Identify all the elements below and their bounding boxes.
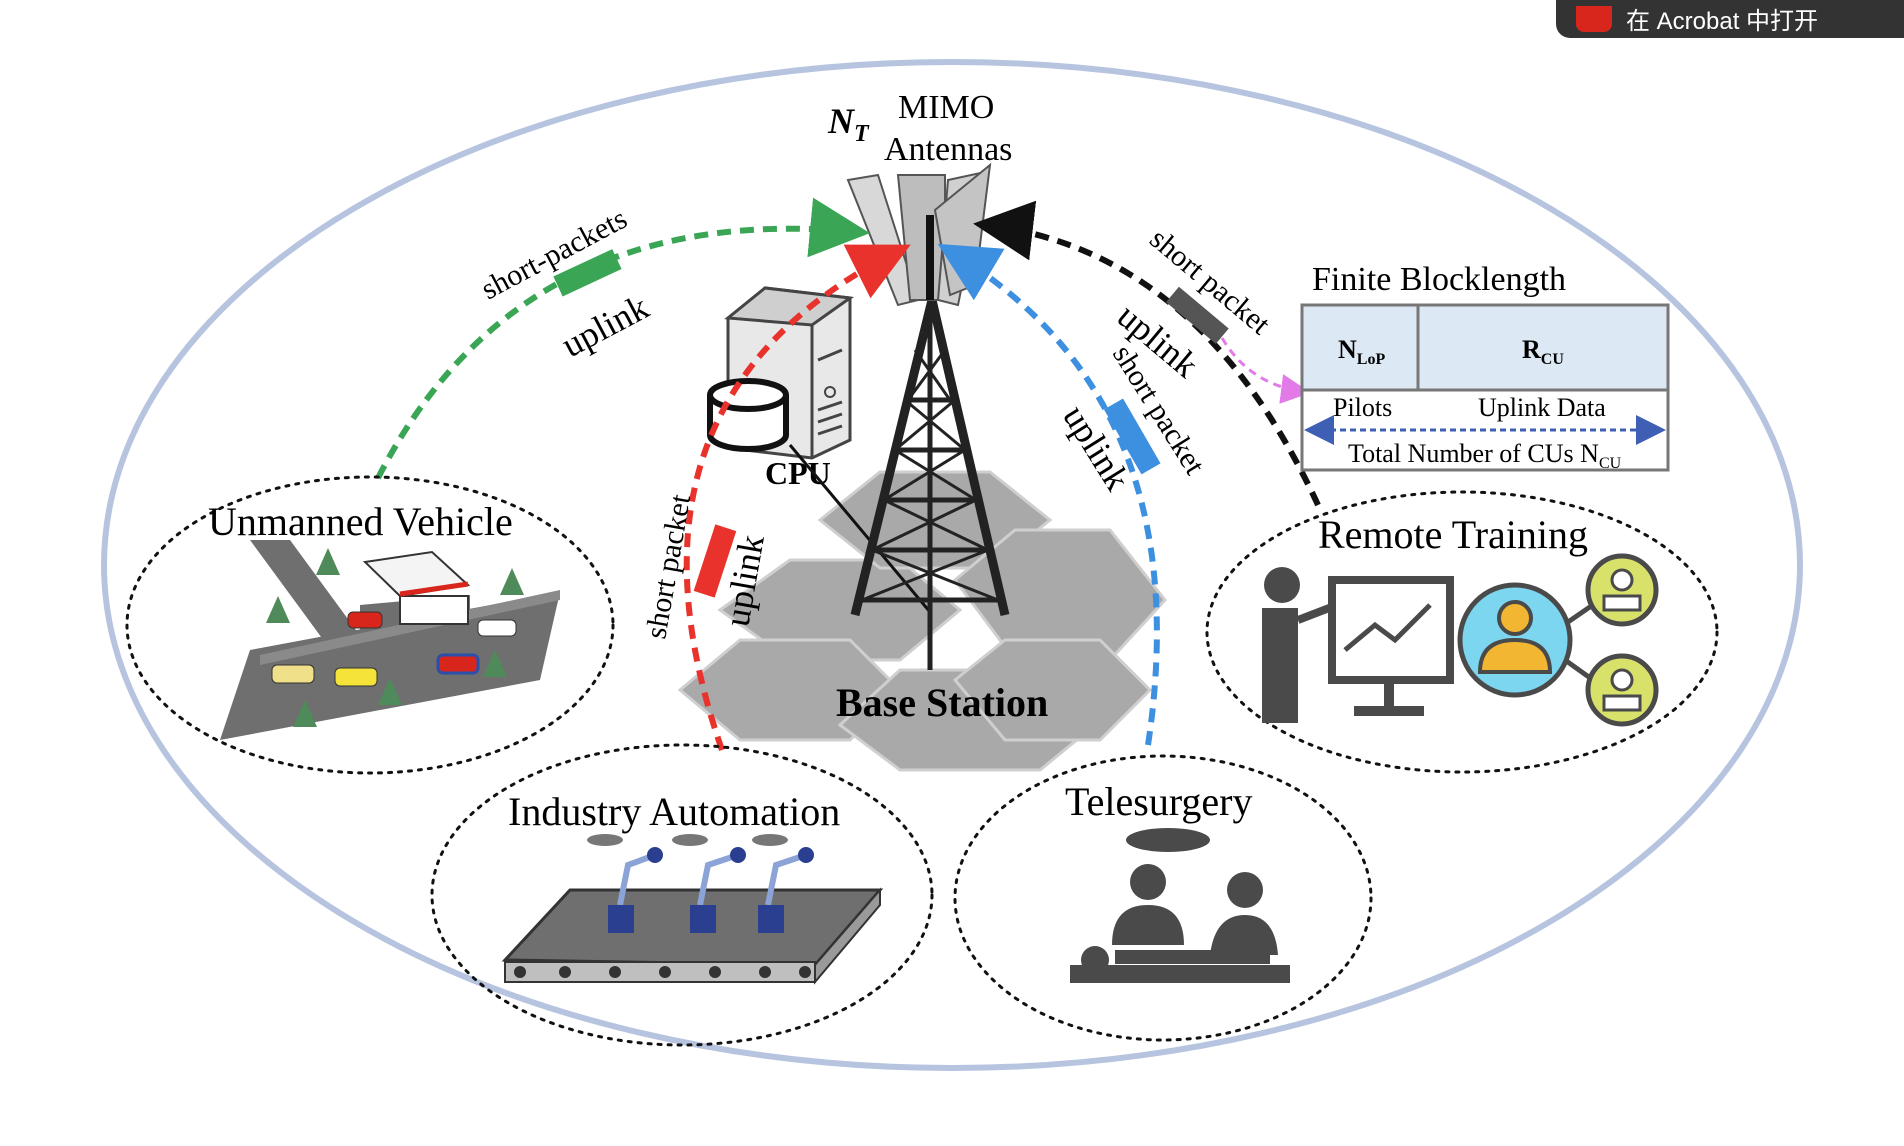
green-packet: [553, 249, 622, 297]
blocklength-total-label: Total Number of CUs NCU: [1348, 439, 1622, 472]
antenna-label-line1: MIMO: [898, 89, 994, 126]
car-red: [347, 611, 383, 629]
red-uplink-arc: [683, 244, 911, 751]
open-in-acrobat-label: 在 Acrobat 中打开: [1626, 8, 1819, 35]
antenna-count-label: NT: [827, 101, 870, 147]
open-in-acrobat-button[interactable]: 在 Acrobat 中打开: [1556, 0, 1904, 38]
car-white: [477, 619, 517, 637]
telesurgery-label: Telesurgery: [1065, 779, 1253, 824]
mimo-antenna-panels: [846, 162, 992, 307]
remote-training-label: Remote Training: [1318, 512, 1588, 557]
car-yellow: [334, 667, 378, 687]
conveyor-robot-scene: [501, 834, 884, 985]
red-packet: [693, 524, 737, 598]
blocklength-title: Finite Blocklength: [1312, 261, 1566, 298]
base-station-label: Base Station: [836, 680, 1048, 725]
blocklength-cell-pilots: NLoP: [1338, 335, 1385, 368]
tree-icons: [266, 548, 524, 727]
blocklength-cell-data: RCU: [1522, 335, 1564, 368]
remote-training-bubble: [1205, 490, 1719, 774]
blue-packet: [1103, 398, 1161, 475]
black-uplink-arc: [973, 200, 1321, 507]
industry-automation-bubble: [430, 743, 934, 1047]
coverage-ellipse: [101, 59, 1803, 1071]
blocklength-label-data: Uplink Data: [1478, 393, 1606, 422]
cpu-cable: [788, 444, 932, 613]
acrobat-icon: [1576, 6, 1612, 32]
magenta-packet-arrow: [1220, 337, 1311, 404]
remote-training-scene: [1262, 553, 1659, 727]
presenter-icon: [1262, 567, 1352, 723]
vehicle-road-scene: [220, 540, 560, 740]
antenna-label-line2: Antennas: [884, 131, 1012, 168]
telesurgery-scene: [1070, 828, 1290, 983]
unmanned-vehicle-label: Unmanned Vehicle: [208, 499, 513, 544]
blocklength-table: Finite Blocklength NLoP RCU Pilots Uplin…: [1300, 261, 1670, 472]
telesurgery-bubble: [953, 754, 1373, 1042]
cpu-server: [707, 286, 855, 460]
green-uplink-label: uplink: [555, 287, 655, 366]
industry-automation-label: Industry Automation: [508, 789, 840, 834]
black-packet: [1166, 286, 1229, 344]
cpu-label: CPU: [765, 455, 831, 491]
blocklength-label-pilots: Pilots: [1333, 393, 1392, 422]
car-beige: [271, 664, 315, 684]
robot-arm-icons: [617, 852, 807, 906]
blue-uplink-arc: [937, 243, 1160, 746]
unmanned-vehicle-bubble: [125, 475, 615, 775]
car-blue-red: [436, 653, 480, 675]
chart-board-icon: [1328, 576, 1454, 684]
